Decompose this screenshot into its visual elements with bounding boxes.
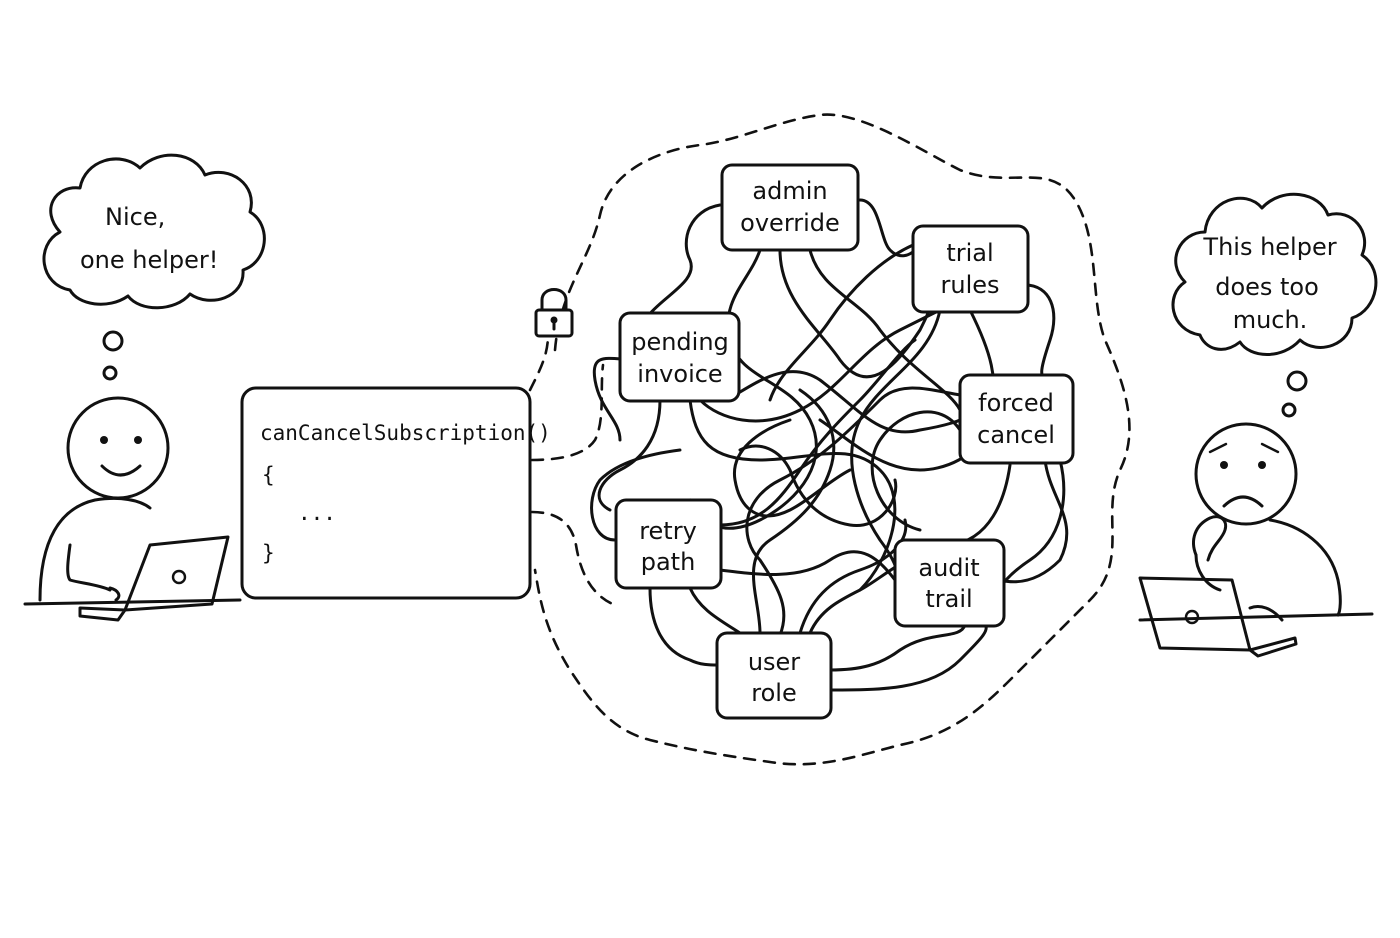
worried-developer: This helper does too much. [1138,192,1378,658]
head [66,396,170,500]
thought-right-line1: This helper [1202,233,1336,261]
torso [1268,518,1342,617]
desk-left [23,598,242,606]
eye [134,436,142,444]
frown [1222,495,1264,508]
node-label-line1: pending [631,328,729,356]
code-ellipsis: ... [298,501,336,525]
connector-lower [530,510,617,607]
node-label-line2: override [740,209,840,237]
node-user-role: user role [715,631,833,720]
laptop-icon [1138,576,1298,658]
node-label-line1: audit [918,554,979,582]
thought-cloud-right [1171,192,1378,418]
smile [100,464,142,477]
open-brace: { [262,463,275,487]
laptop-icon [78,535,230,622]
node-forced-cancel: forced cancel [958,373,1075,465]
padlock-icon [534,288,574,338]
node-label-line1: user [748,648,800,676]
torso [38,496,152,602]
desk-right [1138,612,1374,622]
node-label-line1: forced [978,389,1054,417]
close-brace: } [262,541,275,565]
node-label-line2: path [641,548,696,576]
thought-right-line3: much. [1233,306,1308,334]
function-signature: canCancelSubscription() [260,421,551,445]
thought-cloud-left [42,153,266,381]
code-card: canCancelSubscription() { ... } [240,386,551,600]
eye [1258,461,1266,469]
thought-left-line2: one helper! [80,246,218,274]
node-retry-path: retry path [614,498,723,590]
brow [1208,442,1228,454]
head [1194,422,1298,526]
node-pending-invoice: pending invoice [618,311,741,403]
eye [100,436,108,444]
happy-developer: Nice, one helper! [23,153,266,622]
hand [1192,515,1228,562]
connector-lock [528,333,550,392]
arm [66,543,112,592]
node-label-line2: rules [940,271,999,299]
complexity-boundary [533,113,1131,766]
node-label-line2: role [751,679,796,707]
node-trial-rules: trial rules [911,224,1030,314]
node-audit-trail: audit trail [893,538,1006,628]
node-label-line1: retry [639,517,697,545]
node-label-line2: cancel [977,421,1055,449]
node-label-line1: admin [752,177,827,205]
brow [1260,442,1280,454]
node-label-line2: invoice [637,360,722,388]
thought-right-line2: does too [1215,273,1319,301]
connector-upper [530,363,605,462]
node-admin-override: admin override [720,163,860,252]
node-label-line1: trial [946,239,993,267]
thought-left-line1: Nice, [105,203,165,231]
node-label-line2: trail [925,585,972,613]
eye [1220,461,1228,469]
